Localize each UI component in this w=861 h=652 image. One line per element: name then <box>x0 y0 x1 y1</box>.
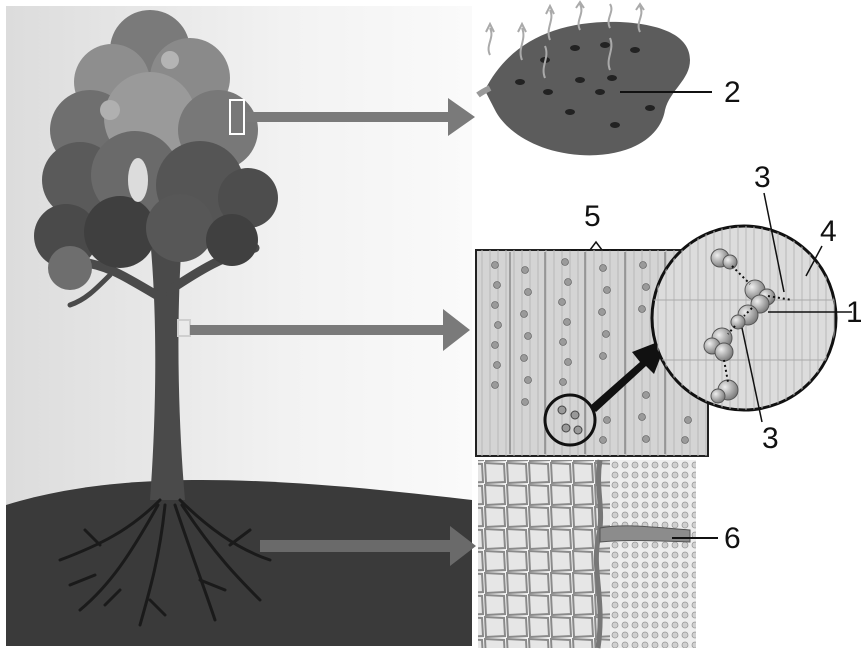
leaf-panel <box>478 2 712 155</box>
label-molecule-1: 1 <box>846 298 861 328</box>
label-leaf-2: 2 <box>724 78 741 108</box>
label-xylem-5: 5 <box>584 202 601 232</box>
ground <box>6 480 472 646</box>
root-cortex-cells <box>478 460 610 648</box>
label-root-hair-6: 6 <box>724 524 741 554</box>
root-soil-particles <box>610 460 696 648</box>
root-tissue-panel <box>478 460 718 648</box>
xylem-bracket <box>560 242 640 250</box>
xylem-panel <box>476 193 852 456</box>
label-cohesion-4: 4 <box>820 217 837 247</box>
leaf-blade <box>485 22 690 155</box>
label-tension-3-top: 3 <box>754 163 771 193</box>
label-tension-3-bottom: 3 <box>762 424 779 454</box>
